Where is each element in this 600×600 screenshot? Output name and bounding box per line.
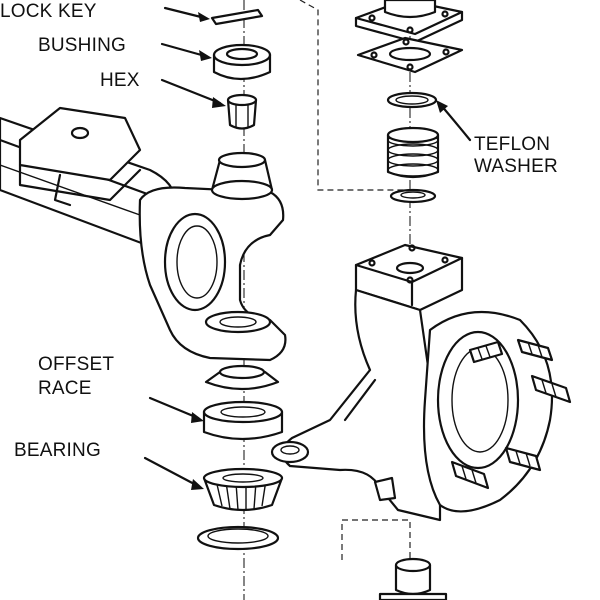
offset-race-part — [202, 364, 284, 441]
gasket-plate — [356, 36, 464, 74]
spring-seat-part — [389, 188, 437, 204]
label-teflon-washer-line2: WASHER — [474, 156, 558, 177]
wheel-studs — [450, 338, 572, 490]
axle-housing-yoke — [0, 106, 287, 362]
label-offset-race-line2: RACE — [38, 378, 92, 399]
leader-hex — [160, 78, 226, 108]
leader-bushing — [160, 42, 212, 61]
label-bearing: BEARING — [14, 440, 101, 461]
label-teflon-washer-line1: TEFLON — [474, 134, 550, 155]
label-hex: HEX — [100, 70, 140, 91]
leader-lock-key — [163, 6, 210, 22]
label-bushing: BUSHING — [38, 35, 126, 56]
label-offset-race-line1: OFFSET — [38, 354, 114, 375]
wheel-stud — [530, 374, 572, 404]
leader-bearing — [143, 456, 204, 490]
bearing-part — [202, 467, 284, 512]
wheel-stud — [516, 338, 554, 362]
assembly-line-upper — [299, 0, 410, 191]
steering-knuckle — [270, 243, 554, 522]
lower-kingpin-part — [378, 557, 448, 600]
leader-teflon-washer — [436, 100, 472, 142]
label-lock-key: LOCK KEY — [0, 1, 97, 22]
bearing-race-ring — [196, 525, 280, 551]
upper-steering-arm-cap — [354, 0, 464, 44]
leader-offset-race — [148, 396, 204, 423]
lock-key-part — [210, 8, 264, 26]
hex-part — [226, 93, 258, 130]
assembly-line-lower — [341, 519, 411, 600]
teflon-washer-part — [386, 91, 438, 109]
wheel-stud — [450, 460, 490, 490]
wheel-stud — [468, 340, 504, 364]
wheel-stud — [504, 446, 542, 472]
spring-part — [386, 126, 440, 179]
bushing-part — [212, 43, 272, 81]
